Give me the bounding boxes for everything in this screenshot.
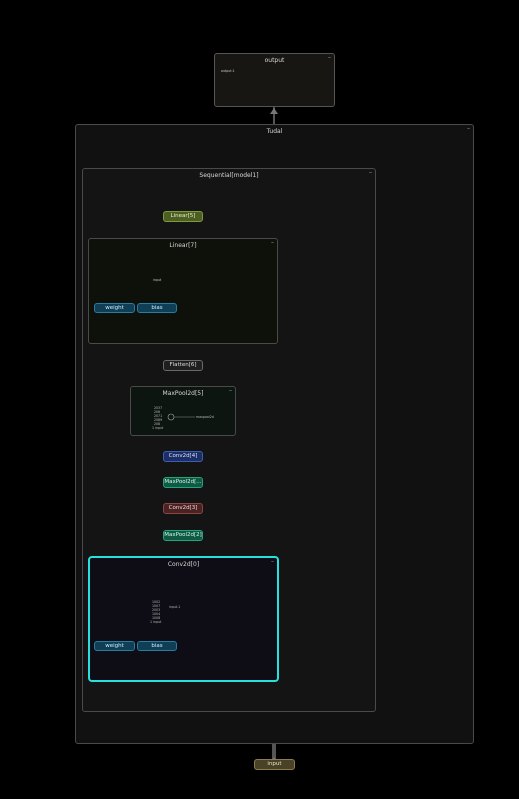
conv0-title: Conv2d[0] <box>167 561 200 568</box>
linear7-collapse[interactable]: – <box>271 239 274 246</box>
conv0-weight-node[interactable]: weight <box>94 641 135 651</box>
output-collapse[interactable]: – <box>328 54 331 61</box>
conv-input-label: input.1 <box>169 605 181 609</box>
conv4-node[interactable]: Conv2d[4] <box>163 451 203 462</box>
maxpool-port-1: 206 <box>154 410 161 414</box>
linear7-bias-node[interactable]: bias <box>137 303 177 313</box>
maxpool-internal-icon <box>167 413 195 421</box>
maxpool-a-node[interactable]: MaxPool2d[... <box>163 477 203 488</box>
maxpool-port-0: 2037 <box>154 406 163 410</box>
maxpool-port-4: 208 <box>154 422 161 426</box>
conv0-bias-node[interactable]: bias <box>137 641 177 651</box>
top-group-title: Tudal <box>266 128 283 135</box>
maxpool5-title: MaxPool2d[5] <box>162 390 204 397</box>
linear7-weight-node[interactable]: weight <box>94 303 135 313</box>
sequential-collapse[interactable]: – <box>369 169 372 176</box>
maxpool-port-3: 2089 <box>154 418 163 422</box>
linear7-group[interactable]: Linear[7] – input <box>88 238 278 344</box>
conv3-node[interactable]: Conv2d[3] <box>163 503 203 514</box>
conv-port-2: 2003 <box>152 608 161 612</box>
top-group-collapse[interactable]: – <box>467 125 470 132</box>
conv0-collapse[interactable]: – <box>271 558 274 565</box>
maxpool2-node[interactable]: MaxPool2d[2] <box>163 530 203 541</box>
output-title: output <box>264 57 285 64</box>
linear7-input-label: input <box>153 278 162 282</box>
maxpool5-collapse[interactable]: – <box>229 387 232 394</box>
conv-port-0: 1002 <box>152 600 161 604</box>
conv-port-4: 1008 <box>152 616 161 620</box>
sequential-title: Sequential[model1] <box>199 172 259 179</box>
linear5-node[interactable]: Linear[5] <box>163 211 203 222</box>
conv0-group[interactable]: Conv2d[0] – 1002 1007 2003 1004 1008 1 i… <box>88 556 279 682</box>
input-node[interactable]: input <box>254 759 295 770</box>
linear7-title: Linear[7] <box>169 242 197 249</box>
conv-port-5: 1 input <box>150 620 162 624</box>
conv-port-3: 1004 <box>152 612 161 616</box>
output-port-label: output:1 <box>221 69 235 73</box>
conv-port-1: 1007 <box>152 604 161 608</box>
maxpool-port-5: 1 input <box>152 426 164 430</box>
maxpool-out-label: maxpool2d <box>196 415 214 419</box>
maxpool5-group[interactable]: MaxPool2d[5] – 2037 206 2071 2089 208 1 … <box>130 386 236 436</box>
output-group[interactable]: output – output:1 <box>214 53 335 107</box>
flatten6-node[interactable]: Flatten[6] <box>163 360 203 371</box>
maxpool-port-2: 2071 <box>154 414 163 418</box>
